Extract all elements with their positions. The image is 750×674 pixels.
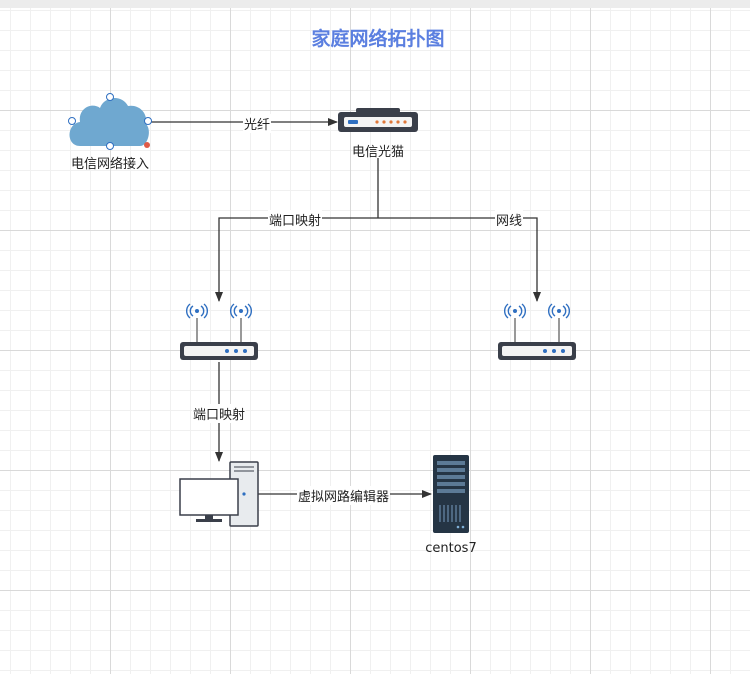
rotate-handle[interactable] xyxy=(144,142,150,148)
desktop-computer-icon[interactable] xyxy=(179,461,259,527)
selection-handle[interactable] xyxy=(68,117,76,125)
cloud-icon[interactable] xyxy=(68,93,152,150)
node-label-cloud: 电信网络接入 xyxy=(70,157,149,172)
wifi-router-icon[interactable] xyxy=(498,303,576,360)
selection-handle[interactable] xyxy=(106,93,114,101)
node-label-server: centos7 xyxy=(425,541,477,556)
edge-label-modem-router-left: 端口映射 xyxy=(268,210,323,229)
edge-modem-router-right[interactable] xyxy=(378,217,541,302)
connectors xyxy=(148,118,541,498)
diagram-title: 家庭网络拓扑图 xyxy=(311,28,445,50)
edge-label-cloud-modem: 光纤 xyxy=(243,114,272,133)
selection-handle[interactable] xyxy=(106,142,114,150)
optical-modem-icon[interactable] xyxy=(338,108,418,132)
wifi-router-icon[interactable] xyxy=(180,303,258,360)
edge-label-router-pc: 端口映射 xyxy=(192,404,247,423)
selection-handle[interactable] xyxy=(144,117,152,125)
edge-label-pc-server: 虚拟网路编辑器 xyxy=(297,486,391,505)
edge-modem-router-left[interactable] xyxy=(215,217,378,302)
server-rack-icon[interactable] xyxy=(433,455,469,533)
edge-label-modem-router-right: 网线 xyxy=(495,210,524,229)
top-bar xyxy=(0,0,750,8)
node-label-modem: 电信光猫 xyxy=(351,145,404,160)
